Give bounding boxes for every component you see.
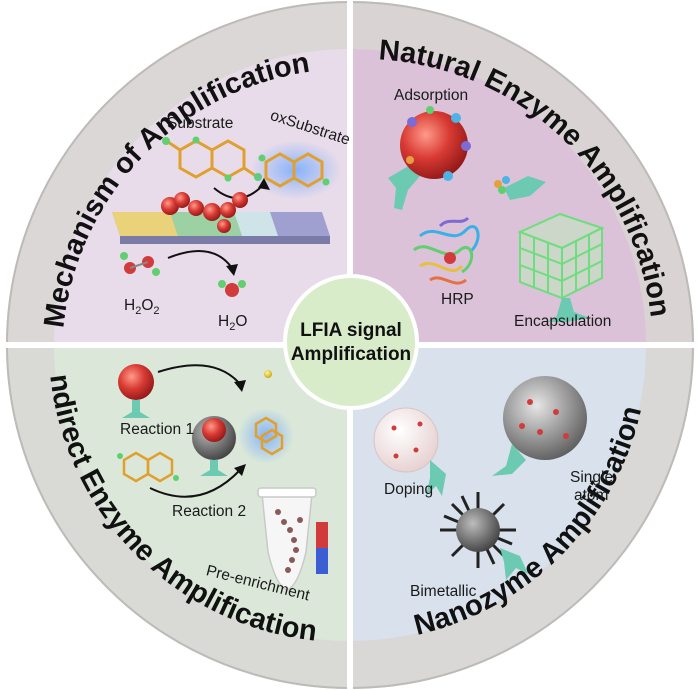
center-circle	[283, 274, 419, 410]
adsorption-nanoparticle-icon	[400, 111, 468, 179]
coreshell-core-icon	[202, 418, 226, 442]
adsorbed-enzymes-icon	[406, 106, 471, 181]
h2o2-molecule-icon	[120, 252, 160, 276]
magnet-north-icon	[316, 522, 328, 548]
h2o-molecule-icon	[218, 280, 246, 297]
oxidation-arrowhead-icon	[258, 178, 270, 190]
enzyme-antibody-icon	[504, 176, 546, 200]
reaction1-nanoparticle-icon	[118, 364, 154, 400]
center-title-line1: LFIA signal	[300, 320, 402, 341]
single-atom-antibody-icon	[492, 444, 526, 476]
label-adsorption: Adsorption	[394, 87, 468, 104]
label-hrp: HRP	[441, 291, 474, 308]
label-reaction1: Reaction 1	[120, 421, 194, 438]
enriched-particles-icon	[275, 509, 303, 573]
bimetallic-antibody-icon	[500, 548, 528, 580]
encapsulation-antibody-icon	[546, 298, 590, 322]
reaction1-antibody-icon	[122, 400, 150, 418]
doping-nanozyme-icon	[373, 407, 439, 473]
single-atom-nanozyme-icon	[503, 376, 587, 460]
oxsubstrate-glow-icon	[250, 140, 342, 200]
encapsulation-framework-icon	[517, 212, 605, 300]
coreshell-antibody-icon	[200, 460, 228, 476]
indirect-product-icon	[254, 416, 284, 456]
reaction1-arrowhead-icon	[234, 380, 246, 392]
reaction2-arrow-icon	[149, 469, 241, 498]
hrp-protein-icon	[413, 216, 480, 285]
reaction-arrow-icon	[167, 250, 233, 269]
oxsubstrate-molecule-icon	[258, 152, 330, 188]
label-doping: Doping	[384, 481, 433, 498]
test-strip-icon	[112, 212, 330, 244]
label-substrate: Substrate	[167, 115, 233, 132]
label-h2o: H2O	[218, 313, 247, 333]
label-reaction2: Reaction 2	[172, 503, 246, 520]
adsorption-antibody-icon	[388, 164, 420, 210]
indirect-substrate-icon	[117, 451, 179, 483]
natural-panel: Adsorption HRP Encapsulation	[388, 87, 611, 330]
single-atom-sites-icon	[519, 399, 569, 439]
nanozyme-panel: Doping Single atom Bimetallic	[373, 376, 613, 600]
center-title-line2: Amplification	[291, 344, 411, 365]
doping-sites-icon	[391, 421, 423, 459]
magnet-south-icon	[316, 548, 328, 574]
doping-antibody-icon	[426, 460, 446, 496]
mechanism-panel: Substrate oxSubstrate H2O2 H2O	[112, 107, 352, 333]
reaction1-arrow-icon	[157, 364, 241, 385]
label-encapsulation: Encapsulation	[514, 313, 611, 330]
free-enzyme-icon	[494, 176, 510, 194]
indirect-product-glow-icon	[238, 408, 294, 464]
reaction2-arrowhead-icon	[234, 464, 246, 476]
reaction-arrowhead-icon	[226, 264, 238, 276]
label-h2o2: H2O2	[124, 297, 160, 317]
label-bimetallic: Bimetallic	[410, 583, 477, 600]
indirect-panel: Reaction 1 Reaction 2 Pre-enrichment	[117, 364, 328, 605]
gold-seed-icon	[264, 370, 272, 378]
enrichment-tube-cap-icon	[257, 487, 317, 498]
label-single: Single	[570, 469, 613, 486]
label-atom: atom	[574, 487, 608, 504]
strip-nanoparticles-icon	[161, 192, 248, 233]
bimetallic-core-icon	[456, 508, 500, 552]
